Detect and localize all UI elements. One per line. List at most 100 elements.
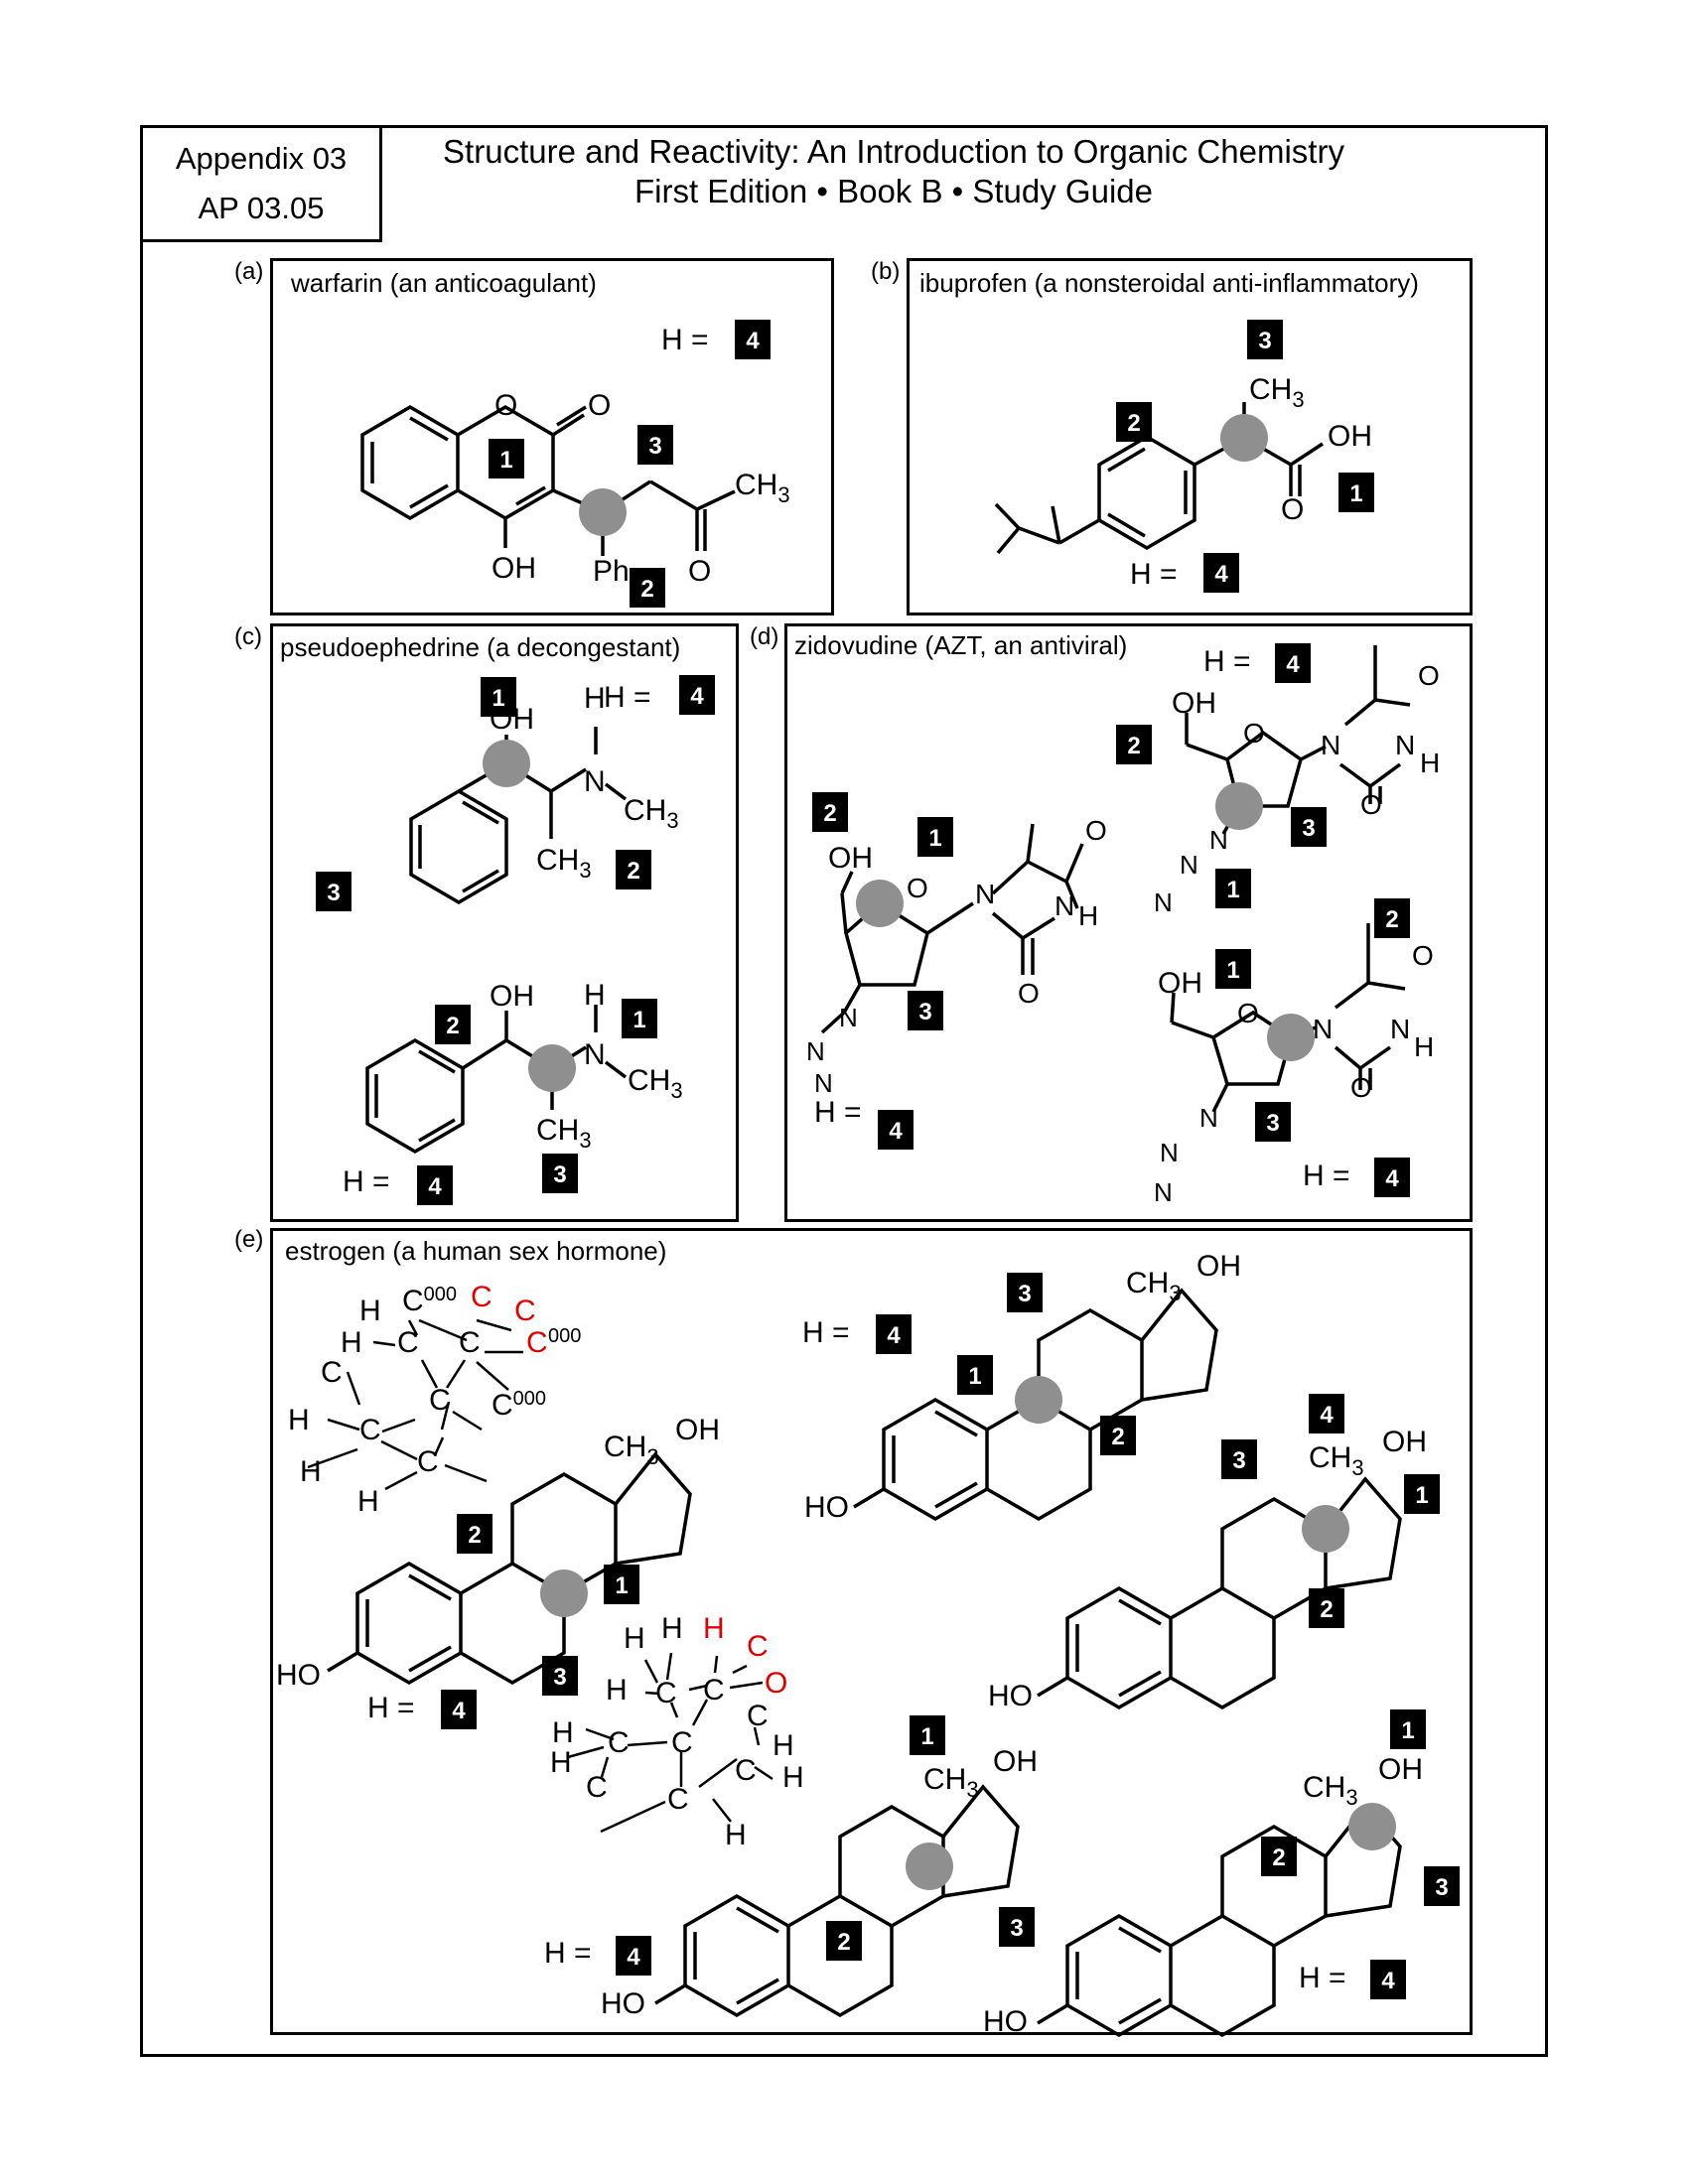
warfarin-badge-2: 2 (640, 576, 653, 603)
pse2-ch3-sub: 3 (670, 1078, 682, 1103)
est4-badge-4: 4 (627, 1944, 640, 1971)
pse1-badge-3: 3 (327, 880, 340, 906)
azt3-o2: O (1350, 1072, 1372, 1103)
panel-b-letter: (b) (871, 258, 901, 285)
azt2-az-n2: N (1180, 850, 1198, 880)
sk2-c8: C (667, 1783, 689, 1816)
sk2-c4: C (671, 1726, 693, 1759)
est3-badge-2: 2 (1320, 1596, 1333, 1623)
svg-text:CH3: CH3 (1126, 1267, 1182, 1305)
est5-badge-1: 1 (1401, 1717, 1414, 1744)
warfarin-ring-o: O (494, 389, 517, 422)
warfarin-structure: O O OH Ph O CH3 H = 4 1 3 2 (360, 320, 790, 608)
est4-badge-2: 2 (837, 1929, 850, 1956)
ibuprofen-badge-3: 3 (1258, 328, 1271, 354)
panel-c (270, 623, 739, 1222)
azt2-n3: N (1395, 730, 1415, 760)
warfarin-h-eq: H = (661, 324, 709, 356)
pse1-n: N (584, 765, 606, 798)
sk2-c2: C (703, 1674, 725, 1706)
panel-c-letter: (c) (234, 623, 262, 650)
azt2-n1: N (1321, 730, 1340, 760)
azt2-oh: OH (1172, 687, 1216, 720)
azt1-h-eq: H = (814, 1096, 862, 1129)
azt1-ring-o: O (907, 873, 928, 903)
pse2-h-eq: H = (343, 1165, 390, 1198)
title-line-2: First Edition • Book B • Study Guide (633, 173, 1153, 209)
sk2-h3: H (606, 1674, 628, 1706)
panel-a-title: warfarin (an anticoagulant) (291, 268, 597, 298)
est2-badge-4: 4 (887, 1322, 901, 1349)
panel-e (270, 1228, 1473, 2035)
azt3-o4: O (1412, 940, 1434, 971)
est1-ch3: CH (604, 1431, 646, 1463)
est1-badge-1: 1 (615, 1572, 628, 1599)
panel-b-title: ibuprofen (a nonsteroidal anti-inflammat… (919, 268, 1419, 298)
warfarin-badge-1: 1 (499, 447, 512, 474)
sk2-h7: H (782, 1761, 804, 1794)
panel-d-letter: (d) (750, 623, 779, 650)
ibuprofen-structure: CH3 OH O H = 4 3 2 1 (994, 320, 1374, 593)
est2-badge-1: 1 (968, 1363, 981, 1390)
estrogen-structure-1: HO CH3 OH H = 4 2 1 3 (276, 1414, 720, 1729)
ibuprofen-ch3-sub: 3 (1292, 387, 1304, 412)
book-title: Structure and Reactivity: An Introductio… (397, 132, 1390, 211)
pse2-ch3: CH (628, 1064, 670, 1097)
sk1-c2: C (397, 1326, 419, 1359)
pse1-ch3-sub: 3 (666, 808, 678, 833)
azt1-n3: N (1055, 890, 1074, 921)
azt2-o4: O (1418, 660, 1440, 691)
azt3-az-n3: N (1154, 1177, 1173, 1207)
est1-ch3-sub: 3 (646, 1444, 658, 1469)
sk1-c5: C (429, 1384, 451, 1417)
est1-badge-3: 3 (553, 1664, 566, 1691)
est3-ho: HO (988, 1680, 1033, 1712)
sk1-h5: H (357, 1485, 379, 1518)
azt1-az-n2: N (806, 1036, 825, 1066)
azt1-badge-1: 1 (928, 825, 941, 852)
svg-text:CH3: CH3 (923, 1763, 979, 1802)
svg-text:CH3: CH3 (604, 1431, 659, 1469)
azt2-o2: O (1360, 789, 1382, 820)
svg-text:CH3: CH3 (628, 1064, 683, 1103)
est2-h-eq: H = (802, 1316, 850, 1349)
svg-text:C000: C000 (402, 1284, 457, 1317)
sk2-c1: C (655, 1677, 677, 1709)
sk2-c5: C (747, 1700, 769, 1732)
est2-badge-3: 3 (1018, 1281, 1031, 1307)
est1-oh: OH (675, 1414, 720, 1446)
est5-badge-3: 3 (1435, 1874, 1448, 1901)
azt1-n1: N (975, 879, 995, 909)
est5-ch3: CH (1303, 1771, 1345, 1804)
est4-ch3: CH (923, 1763, 966, 1796)
est1-ho: HO (276, 1659, 321, 1692)
est3-badge-3: 3 (1232, 1447, 1245, 1474)
azt1-badge-3: 3 (918, 999, 931, 1025)
ibuprofen-ch3: CH (1249, 373, 1292, 406)
pse2-h: H (584, 979, 606, 1012)
title-line-1: Structure and Reactivity: An Introductio… (443, 133, 1344, 170)
warfarin-carbonyl-o: O (588, 389, 611, 422)
ibuprofen-h-eq: H = (1130, 558, 1178, 591)
pse1-h-eq: H = (604, 681, 651, 714)
azt2-badge-2: 2 (1127, 733, 1140, 759)
sk1-red-c1: C (471, 1281, 492, 1313)
pse1-h: H (584, 682, 606, 715)
azt2-az-n3: N (1154, 887, 1173, 917)
sk1-c1: C (402, 1285, 424, 1317)
svg-text:CH3: CH3 (536, 1114, 592, 1153)
azt3-badge-3: 3 (1266, 1110, 1279, 1137)
sk1-c8: C (417, 1445, 439, 1478)
pse1-badge-2: 2 (627, 858, 639, 885)
svg-text:CH3: CH3 (1309, 1441, 1364, 1480)
svg-text:C000: C000 (492, 1388, 546, 1422)
est5-ho: HO (983, 2005, 1028, 2038)
sk1-h1: H (359, 1295, 381, 1327)
svg-text:CH3: CH3 (536, 844, 592, 883)
pse2-badge-4: 4 (428, 1173, 442, 1200)
azt-structure-bottom-right: OH O N N H O O N N N H = 4 2 1 3 (1154, 898, 1434, 1207)
est2-badge-2: 2 (1111, 1424, 1124, 1450)
azt2-h-eq: H = (1203, 645, 1251, 678)
est2-oh: OH (1196, 1250, 1241, 1283)
pse2-oh: OH (490, 980, 534, 1013)
